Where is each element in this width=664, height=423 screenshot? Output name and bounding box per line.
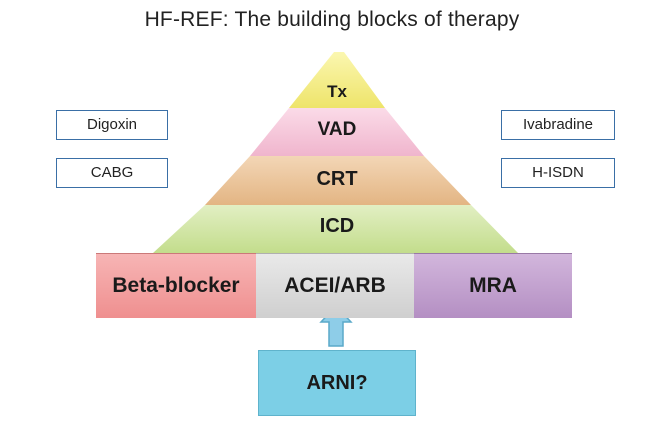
pyramid-tier-icd [153, 205, 518, 253]
arni-box: ARNI? [258, 350, 416, 416]
pyramid-label-crt: CRT [316, 168, 358, 190]
pyramid-label-icd: ICD [319, 215, 355, 237]
pyramid-tier-vad [250, 108, 424, 156]
pyramid-tier-tx [289, 52, 385, 108]
pyramid-tier-crt [205, 156, 471, 205]
side-box-h-isdn: H-ISDN [501, 158, 615, 188]
side-box-cabg: CABG [56, 158, 168, 188]
base-box-beta-blocker: Beta-blocker [96, 253, 256, 318]
side-box-digoxin: Digoxin [56, 110, 168, 140]
pyramid-label-tx: Tx [327, 82, 347, 101]
side-box-ivabradine: Ivabradine [501, 110, 615, 140]
base-box-acei-arb: ACEI/ARB [256, 253, 414, 318]
diagram-title: HF-REF: The building blocks of therapy [144, 8, 520, 31]
pyramid-label-vad: VAD [317, 119, 357, 140]
base-box-mra: MRA [414, 253, 572, 318]
